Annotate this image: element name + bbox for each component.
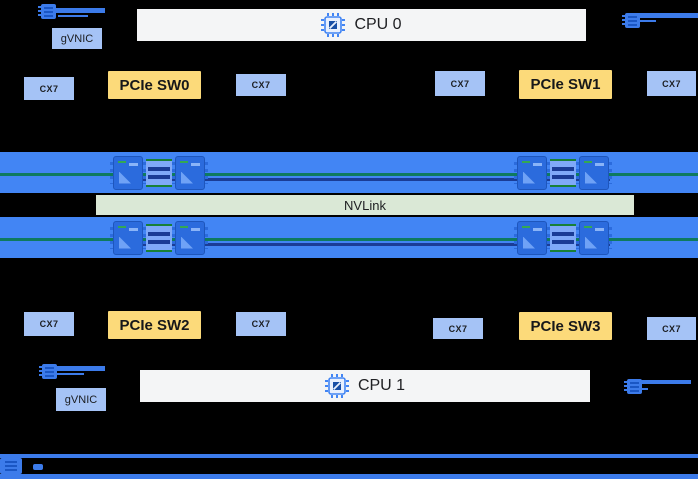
cx7-label: CX7 bbox=[251, 319, 271, 329]
cx7-label: CX7 bbox=[39, 319, 59, 329]
cx7-label: CX7 bbox=[662, 323, 681, 334]
cpu1-label: CPU 1 bbox=[357, 377, 406, 394]
nvlink-rail-line bbox=[0, 238, 698, 241]
network-line bbox=[634, 20, 656, 22]
nic-chip-icon bbox=[38, 4, 56, 19]
cx7-nic-box: CX7 bbox=[236, 74, 286, 96]
pcie-sw2-label: PCIe SW2 bbox=[119, 316, 190, 334]
gpu-cluster bbox=[514, 152, 612, 193]
gpu-chip-icon bbox=[576, 220, 612, 255]
gpu-interconnect-line bbox=[115, 243, 610, 246]
host-network-band bbox=[0, 450, 698, 479]
gvnic-label: gVNIC bbox=[64, 393, 98, 406]
nvlink-bar: NVLink bbox=[96, 195, 634, 215]
gpu-chip-icon bbox=[172, 220, 208, 255]
gpu-cluster bbox=[110, 217, 208, 258]
cpu1-box: CPU 1 bbox=[140, 370, 590, 402]
cx7-nic-box: CX7 bbox=[647, 71, 696, 96]
gpu-chip-icon bbox=[514, 155, 550, 190]
cx7-nic-box: CX7 bbox=[24, 77, 74, 100]
cx7-label: CX7 bbox=[662, 78, 681, 89]
gpu-chip-icon bbox=[110, 220, 146, 255]
gpu-interconnect-line bbox=[115, 178, 610, 181]
cx7-nic-box: CX7 bbox=[435, 71, 485, 96]
pcie-switch-sw0-box: PCIe SW0 bbox=[108, 71, 201, 99]
pcie-switch-sw3-box: PCIe SW3 bbox=[519, 312, 612, 340]
nvlink-rail-line bbox=[0, 173, 698, 176]
cpu-chip-icon bbox=[321, 13, 346, 37]
nvlink-bridge-icon bbox=[146, 223, 172, 252]
cx7-label: CX7 bbox=[448, 323, 468, 334]
cx7-nic-box: CX7 bbox=[647, 317, 696, 340]
nic-chip-icon bbox=[624, 379, 642, 394]
gpu-chip-icon bbox=[110, 155, 146, 190]
cpu-chip-icon bbox=[324, 374, 349, 398]
nvlink-bridge-icon bbox=[550, 223, 576, 252]
gpu-cluster bbox=[514, 217, 612, 258]
nic-chip-icon bbox=[622, 13, 640, 28]
gvnic-box-top: gVNIC bbox=[52, 28, 102, 49]
gpu-chip-icon bbox=[576, 155, 612, 190]
network-line bbox=[0, 474, 698, 479]
gpu-band-upper bbox=[0, 152, 698, 193]
cx7-label: CX7 bbox=[450, 78, 470, 89]
gpu-cluster bbox=[110, 152, 208, 193]
network-line bbox=[633, 380, 691, 384]
cx7-nic-box: CX7 bbox=[24, 312, 74, 336]
pcie-sw0-label: PCIe SW0 bbox=[119, 76, 190, 94]
gpu-band-lower bbox=[0, 217, 698, 258]
nvlink-bridge-icon bbox=[146, 158, 172, 187]
network-line bbox=[58, 15, 88, 17]
cx7-nic-box: CX7 bbox=[433, 318, 483, 339]
cx7-label: CX7 bbox=[251, 80, 271, 90]
network-line bbox=[0, 454, 698, 458]
nvlink-label: NVLink bbox=[344, 197, 386, 213]
pcie-switch-sw1-box: PCIe SW1 bbox=[519, 70, 612, 99]
cpu0-label: CPU 0 bbox=[354, 16, 402, 33]
network-uplink-bottom-left bbox=[0, 360, 120, 384]
host-nic-chip-icon bbox=[0, 458, 22, 474]
network-line bbox=[634, 13, 698, 18]
pcie-switch-sw2-box: PCIe SW2 bbox=[108, 311, 201, 339]
nic-chip-icon bbox=[39, 364, 57, 379]
nvlink-bridge-icon bbox=[550, 158, 576, 187]
pcie-sw1-label: PCIe SW1 bbox=[530, 76, 601, 93]
network-uplink-top-left bbox=[0, 0, 120, 24]
network-uplink-bottom-right bbox=[610, 375, 698, 399]
network-uplink-top-right bbox=[610, 5, 698, 29]
cpu0-box: CPU 0 bbox=[137, 9, 586, 41]
network-line bbox=[56, 373, 84, 375]
gvnic-box-bottom: gVNIC bbox=[56, 388, 106, 411]
network-line bbox=[53, 8, 105, 13]
gpu-chip-icon bbox=[514, 220, 550, 255]
gvnic-label: gVNIC bbox=[60, 32, 94, 45]
cx7-label: CX7 bbox=[39, 83, 59, 94]
cx7-nic-box: CX7 bbox=[236, 312, 286, 336]
gpu-chip-icon bbox=[172, 155, 208, 190]
network-line bbox=[56, 366, 105, 371]
network-port-icon bbox=[33, 464, 43, 470]
pcie-sw3-label: PCIe SW3 bbox=[530, 317, 601, 335]
